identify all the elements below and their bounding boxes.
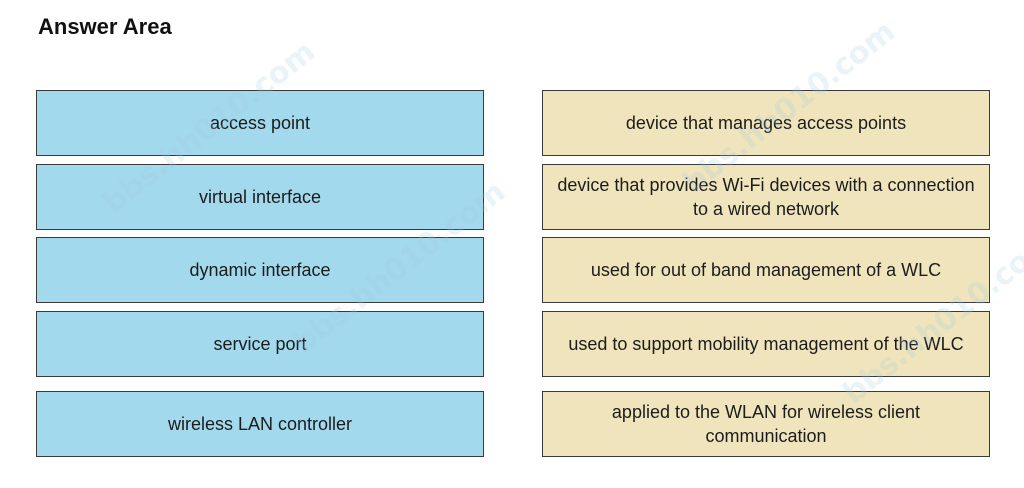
drop-target-5[interactable]: applied to the WLAN for wireless client … bbox=[542, 391, 990, 457]
answer-area-title: Answer Area bbox=[38, 14, 172, 39]
drop-target-1[interactable]: device that manages access points bbox=[542, 90, 990, 156]
drag-item-wireless-lan-controller[interactable]: wireless LAN controller bbox=[36, 391, 484, 457]
drag-item-access-point[interactable]: access point bbox=[36, 90, 484, 156]
drag-item-dynamic-interface[interactable]: dynamic interface bbox=[36, 237, 484, 303]
drop-target-2[interactable]: device that provides Wi-Fi devices with … bbox=[542, 164, 990, 230]
drag-item-virtual-interface[interactable]: virtual interface bbox=[36, 164, 484, 230]
drop-target-4[interactable]: used to support mobility management of t… bbox=[542, 311, 990, 377]
drag-item-service-port[interactable]: service port bbox=[36, 311, 484, 377]
drop-target-3[interactable]: used for out of band management of a WLC bbox=[542, 237, 990, 303]
